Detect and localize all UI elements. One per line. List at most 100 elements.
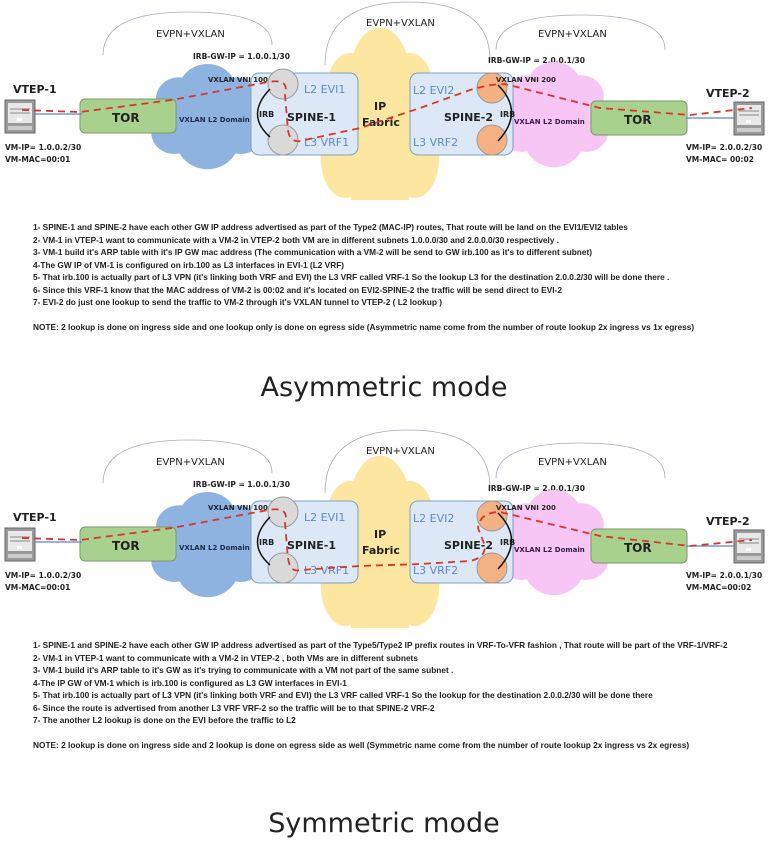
note-summary: NOTE: 2 lookup is done on ingress side a…	[33, 321, 695, 332]
note-line: 5- That irb.100 is actually part of L3 V…	[33, 690, 653, 700]
evpn-label-right: EVPN+VXLAN	[538, 457, 607, 468]
tor-right-label: TOR	[624, 113, 652, 127]
vxlan-vni-left: VXLAN VNI 100	[208, 504, 268, 512]
spine-1-label: SPINE-1	[287, 539, 336, 552]
vxlan-vni-right: VXLAN VNI 200	[496, 76, 556, 84]
evpn-label-middle: EVPN+VXLAN	[366, 446, 435, 457]
irb-gw-ip-right: IRB-GW-IP = 2.0.0.1/30	[488, 484, 585, 493]
note-line: 2- VM-1 in VTEP-1 want to communicate wi…	[33, 234, 560, 245]
evpn-label-middle: EVPN+VXLAN	[366, 18, 435, 29]
note-line: 4-The IP GW of VM-1 which is irb.100 is …	[33, 677, 347, 688]
vm-1-ip: VM-IP= 1.0.0.2/30	[5, 571, 81, 580]
vxlan-vni-left: VXLAN VNI 100	[208, 76, 268, 84]
spine-1-label: SPINE-1	[287, 111, 336, 124]
note-line: 3- VM-1 build it's ARP table to it's GW …	[33, 665, 454, 675]
symmetric-diagram: EVPN+VXLAN EVPN+VXLAN EVPN+VXLAN IRB-GW-IP …	[4, 429, 765, 628]
note-line: 7- The another L2 lookup is done on the …	[33, 715, 296, 725]
vtep-2-server-icon	[733, 529, 765, 564]
note-line: 1- SPINE-1 and SPINE-2 have each other G…	[33, 640, 728, 650]
spine-2-label: SPINE-2	[444, 539, 493, 552]
vm-1-mac: VM-MAC=00:01	[5, 155, 70, 164]
l3-vrf2-circle	[476, 124, 508, 156]
vtep-1-label: VTEP-1	[13, 511, 57, 524]
note-line: 1- SPINE-1 and SPINE-2 have each other G…	[33, 222, 628, 232]
vxlan-vni-right: VXLAN VNI 200	[496, 504, 556, 512]
irb-label-2: IRB	[500, 110, 515, 119]
evpn-arc-middle	[324, 1, 491, 66]
evpn-arc-left	[102, 439, 273, 484]
evpn-label-left: EVPN+VXLAN	[156, 29, 225, 40]
vtep-1-server-icon	[4, 99, 36, 134]
irb-link-2	[497, 84, 513, 142]
vtep-2-label: VTEP-2	[706, 87, 750, 100]
traffic-path	[21, 508, 753, 572]
irb-link-1	[256, 88, 271, 138]
irb-gw-ip-right: IRB-GW-IP = 2.0.0.1/30	[488, 56, 585, 65]
note-line: 2- VM-1 in VTEP-1 want to communicate wi…	[33, 652, 418, 663]
irb-gw-ip-left: IRB-GW-IP = 1.0.0.1/30	[193, 52, 290, 61]
vxlan-l2-domain-left: VXLAN L2 Domain	[179, 116, 250, 124]
l3-vrf2-circle	[476, 552, 508, 584]
tor-left	[79, 526, 177, 562]
l3-vrf1-label: L3 VRF1	[304, 564, 349, 577]
l2-evi2-circle	[476, 72, 508, 104]
irb-label-1: IRB	[259, 110, 274, 119]
note-line: 6- Since the route is advertised from an…	[33, 702, 435, 713]
vm-2-mac: VM-MAC=00:02	[686, 583, 751, 592]
spine-2-label: SPINE-2	[444, 111, 493, 124]
traffic-path	[21, 80, 753, 143]
evpn-label-left: EVPN+VXLAN	[156, 457, 225, 468]
l2-evi2-circle	[476, 500, 508, 532]
vxlan-l2-domain-right: VXLAN L2 Domain	[514, 118, 585, 126]
asymmetric-diagram: EVPN+VXLAN EVPN+VXLAN EVPN+VXLAN IRB-GW-IP …	[4, 1, 765, 200]
l3-vrf2-label: L3 VRF2	[413, 136, 458, 149]
irb-link-2	[497, 512, 513, 570]
l2-evi2-label: L2 EVI2	[413, 512, 454, 525]
evpn-arc-right	[495, 442, 666, 479]
ip-fabric-label: Fabric	[362, 544, 400, 557]
note-line: 7- EVI-2 do just one lookup to send the …	[33, 297, 442, 307]
l2-evi1-label: L2 EVI1	[304, 511, 345, 524]
note-line: 5- That irb.100 is actually part of L3 V…	[33, 272, 670, 282]
irb-link-1	[256, 516, 271, 566]
vm-2-mac: VM-MAC= 00:02	[686, 155, 754, 164]
irb-label-1: IRB	[259, 538, 274, 547]
vxlan-l2-domain-right: VXLAN L2 Domain	[514, 546, 585, 554]
tor-right-label: TOR	[624, 541, 652, 555]
vm-2-ip: VM-IP= 2.0.0.1/30	[686, 571, 762, 580]
evpn-arc-right	[495, 14, 666, 51]
tor-left-label: TOR	[112, 111, 140, 125]
l2-evi1-label: L2 EVI1	[304, 83, 345, 96]
tor-left-label: TOR	[112, 539, 140, 553]
note-line: 4-The GW IP of VM-1 is configured on irb…	[33, 259, 345, 270]
evpn-label-right: EVPN+VXLAN	[538, 29, 607, 40]
ip-fabric-label: Fabric	[362, 116, 400, 129]
note-line: 6- Since this VRF-1 know that the MAC ad…	[33, 284, 562, 295]
vm-1-mac: VM-MAC=00:01	[5, 583, 70, 592]
note-summary: NOTE: 2 lookup is done on ingress side a…	[33, 739, 690, 750]
asymmetric-notes: 1- SPINE-1 and SPINE-2 have each other G…	[33, 221, 694, 333]
irb-label-2: IRB	[500, 538, 515, 547]
l3-vrf1-label: L3 VRF1	[304, 136, 349, 149]
vm-1-ip: VM-IP= 1.0.0.2/30	[5, 143, 81, 152]
ip-fabric-label: IP	[374, 528, 386, 541]
l3-vrf1-circle	[267, 552, 299, 584]
evpn-arc-left	[102, 11, 273, 56]
vtep-2-label: VTEP-2	[706, 515, 750, 528]
tor-left	[79, 98, 177, 134]
l3-vrf2-label: L3 VRF2	[413, 564, 458, 577]
vxlan-cloud-right	[499, 61, 609, 168]
vtep-1-label: VTEP-1	[13, 83, 57, 96]
symmetric-notes: 1- SPINE-1 and SPINE-2 have each other G…	[33, 639, 727, 751]
l3-vrf1-circle	[267, 124, 299, 156]
symmetric-title: Symmetric mode	[268, 808, 500, 839]
vxlan-l2-domain-left: VXLAN L2 Domain	[179, 544, 250, 552]
ip-fabric-label: IP	[374, 100, 386, 113]
asymmetric-title: Asymmetric mode	[260, 372, 508, 403]
evpn-arc-middle	[324, 429, 491, 494]
vtep-2-server-icon	[733, 101, 765, 136]
vm-2-ip: VM-IP= 2.0.0.2/30	[686, 143, 762, 152]
note-line: 3- VM-1 build it's ARP table with it's I…	[33, 247, 592, 257]
vtep-1-server-icon	[4, 527, 36, 562]
irb-gw-ip-left: IRB-GW-IP = 1.0.0.1/30	[193, 480, 290, 489]
